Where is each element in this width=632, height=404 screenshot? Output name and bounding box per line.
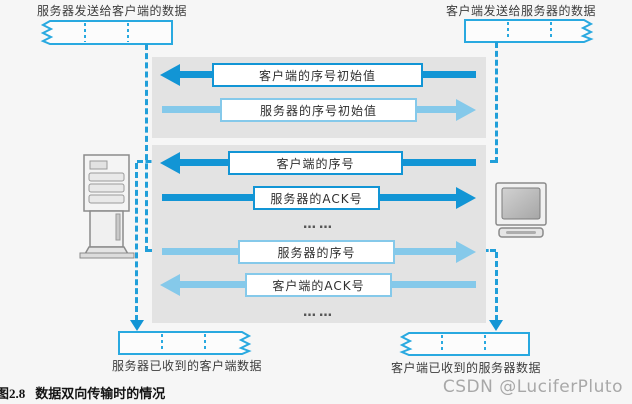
- top-right-bar-label: 客户端发送给服务器的数据: [446, 4, 597, 18]
- server-tower-icon: [77, 153, 137, 259]
- server-received-data-bar: [118, 331, 252, 355]
- client-sendbuffer-guide-line: [495, 42, 498, 163]
- arrow-right-icon: [456, 99, 476, 121]
- arrow-label: 客户端的序号: [228, 151, 403, 175]
- client-receive-guide-line: [495, 252, 498, 321]
- arrow-label: 客户端的序号初始值: [212, 63, 423, 87]
- client-send-data-bar: [464, 19, 594, 43]
- client-receive-arrow-icon: [489, 320, 503, 331]
- initial-seq-panel: 客户端的序号初始值 服务器的序号初始值: [152, 57, 486, 138]
- arrow-right-icon: [456, 241, 476, 263]
- arrow-right-icon: [456, 187, 476, 209]
- server-send-data-bar: [40, 20, 173, 45]
- server-receive-arrow-icon: [130, 320, 144, 331]
- watermark: CSDN @LuciferPluto: [442, 377, 623, 397]
- arrow-label: 服务器的序号: [238, 240, 395, 264]
- data-transfer-panel: 客户端的序号 服务器的ACK号 …… 服务器的序号 客户端的ACK号 ……: [152, 145, 486, 323]
- top-left-bar-label: 服务器发送给客户端的数据: [37, 4, 188, 18]
- server-receive-guide-line: [135, 163, 138, 321]
- connector-left-client-seq: [137, 160, 160, 163]
- client-monitor-icon: [494, 182, 550, 240]
- arrow-label: 服务器的序号初始值: [220, 98, 417, 122]
- arrow-label: 服务器的ACK号: [253, 186, 380, 210]
- ellipsis-text: ……: [303, 217, 335, 232]
- arrow-label: 客户端的ACK号: [245, 273, 392, 297]
- ellipsis-text: ……: [303, 305, 335, 320]
- figure-caption: 图2.8 数据双向传输时的情况: [0, 383, 165, 402]
- caption-title: 数据双向传输时的情况: [35, 387, 166, 402]
- client-received-data-bar: [398, 332, 530, 356]
- bottom-left-bar-label: 服务器已收到的客户端数据: [112, 359, 263, 373]
- bottom-right-bar-label: 客户端已收到的服务器数据: [391, 361, 542, 375]
- caption-number: 图2.8: [0, 386, 26, 401]
- arrow-left-icon: [160, 274, 180, 296]
- server-sendbuffer-guide-line: [145, 44, 148, 252]
- arrow-left-icon: [160, 152, 180, 174]
- arrow-left-icon: [160, 64, 180, 86]
